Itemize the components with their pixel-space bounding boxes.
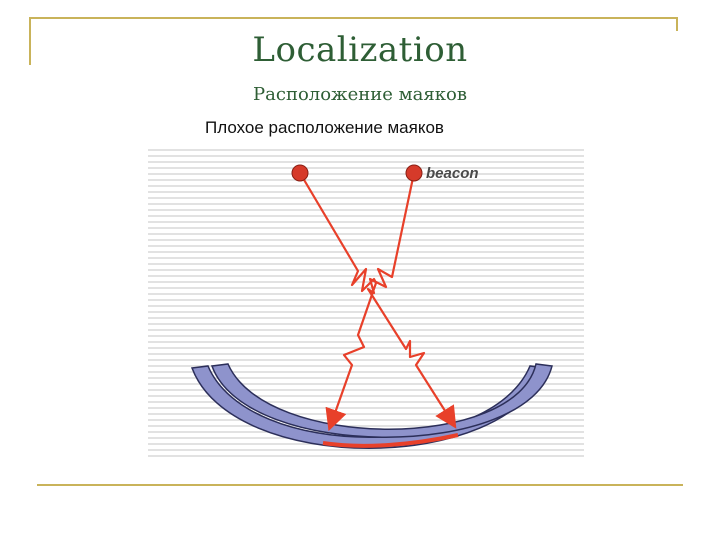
beacon-right-icon: [405, 164, 423, 182]
intersection-highlight: [322, 433, 459, 448]
beacon-label: beacon: [426, 165, 479, 182]
frame-left-line: [29, 17, 31, 65]
frame-bottom-line: [37, 484, 683, 486]
frame-top-line: [30, 17, 678, 19]
frame-right-line: [676, 17, 678, 31]
inner-receiver-arc: [210, 363, 553, 438]
figure-caption: Плохое расположение маяков: [205, 118, 444, 137]
slide-subtitle: Расположение маяков: [253, 84, 467, 105]
signal-path-right: [366, 172, 457, 429]
beacon-diagram-svg: beacon: [148, 145, 584, 461]
beacon-diagram: beacon: [148, 143, 584, 463]
striped-background: [148, 145, 584, 461]
slide-title: Localization: [252, 30, 468, 70]
beacon-left-icon: [291, 164, 309, 182]
